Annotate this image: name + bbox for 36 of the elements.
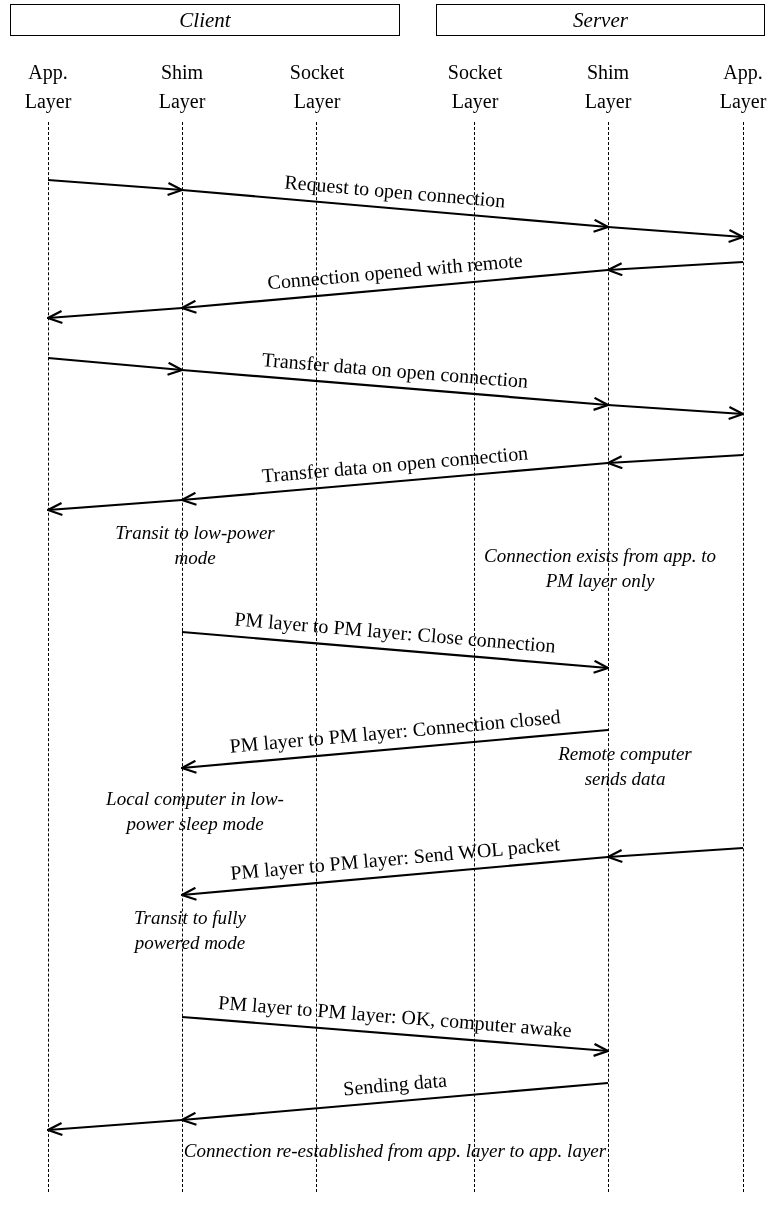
group-header-box: Server [436, 4, 765, 36]
arrow [606, 846, 744, 864]
arrow [47, 356, 184, 376]
arrow [180, 728, 609, 774]
annotation-note: Transit to low-power mode [115, 521, 275, 570]
arrow [181, 188, 610, 233]
annotation-note: Connection exists from app. to PM layer only [483, 544, 717, 593]
arrow [606, 260, 744, 277]
annotation-note: Transit to fully powered mode [132, 906, 247, 955]
arrow [180, 268, 609, 314]
edge-label: Transfer data on open connection [261, 441, 529, 486]
lifeline-label: Socket Layer [442, 58, 508, 116]
arrow [181, 630, 610, 674]
annotation-note: Local computer in low-power sleep mode [105, 787, 285, 836]
arrow [180, 855, 609, 901]
arrow [606, 453, 744, 470]
arrow [46, 306, 183, 325]
edge-label: Connection opened with remote [266, 248, 524, 294]
edge-label: Transfer data on open connection [261, 347, 529, 392]
arrow [181, 1015, 610, 1057]
arrow [46, 498, 183, 517]
arrow [181, 368, 610, 411]
lifeline-label: Socket Layer [284, 58, 350, 116]
arrow [607, 225, 745, 244]
edge-label: PM layer to PM layer: Close connection [233, 607, 557, 657]
arrow [47, 178, 184, 197]
edge-label: Sending data [342, 1068, 448, 1099]
arrow [180, 461, 609, 506]
annotation-note: Remote computer sends data [557, 742, 693, 791]
annotation-note: Connection re-established from app. layer to app. layer [182, 1139, 608, 1163]
arrow [46, 1118, 183, 1137]
edge-label: PM layer to PM layer: OK, computer awake [217, 990, 573, 1042]
group-header-box: Client [10, 4, 400, 36]
arrow [180, 1081, 609, 1126]
edge-label: Request to open connection [283, 169, 507, 212]
arrow [607, 403, 745, 421]
